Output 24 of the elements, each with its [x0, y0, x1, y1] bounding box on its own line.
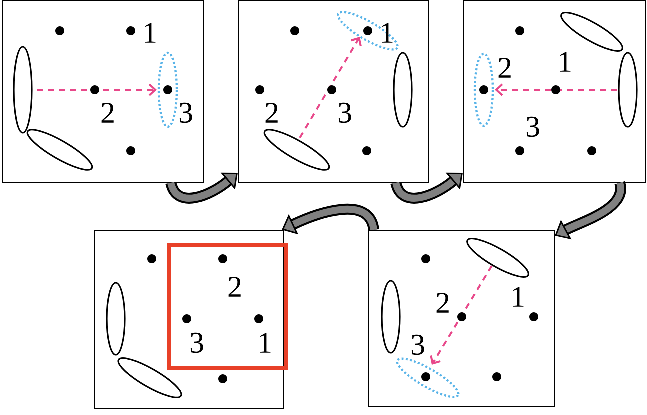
panel-frame [368, 230, 555, 407]
curved-arrow [282, 204, 380, 235]
point-number: 2 [266, 103, 278, 123]
point-number: 1 [513, 287, 524, 307]
point-number: 2 [228, 277, 241, 297]
point-number: 3 [526, 116, 540, 138]
point-number: 1 [560, 52, 571, 72]
point-number: 2 [102, 103, 114, 123]
point-number: 1 [260, 333, 271, 353]
point-number: 3 [338, 102, 352, 124]
point-number: 1 [145, 23, 156, 43]
point-number: 3 [190, 332, 204, 354]
curved-arrow [166, 172, 238, 204]
point-number: 2 [498, 58, 511, 78]
curved-arrow [555, 182, 626, 240]
curved-arrow [390, 172, 463, 204]
point-number: 2 [436, 293, 449, 313]
highlight-square [167, 243, 288, 370]
panel-frame [238, 0, 429, 183]
point-number: 3 [412, 334, 424, 356]
panel-frame [94, 230, 284, 409]
point-number: 3 [180, 102, 192, 124]
panel-frame [2, 0, 204, 183]
panel-frame [463, 0, 646, 183]
